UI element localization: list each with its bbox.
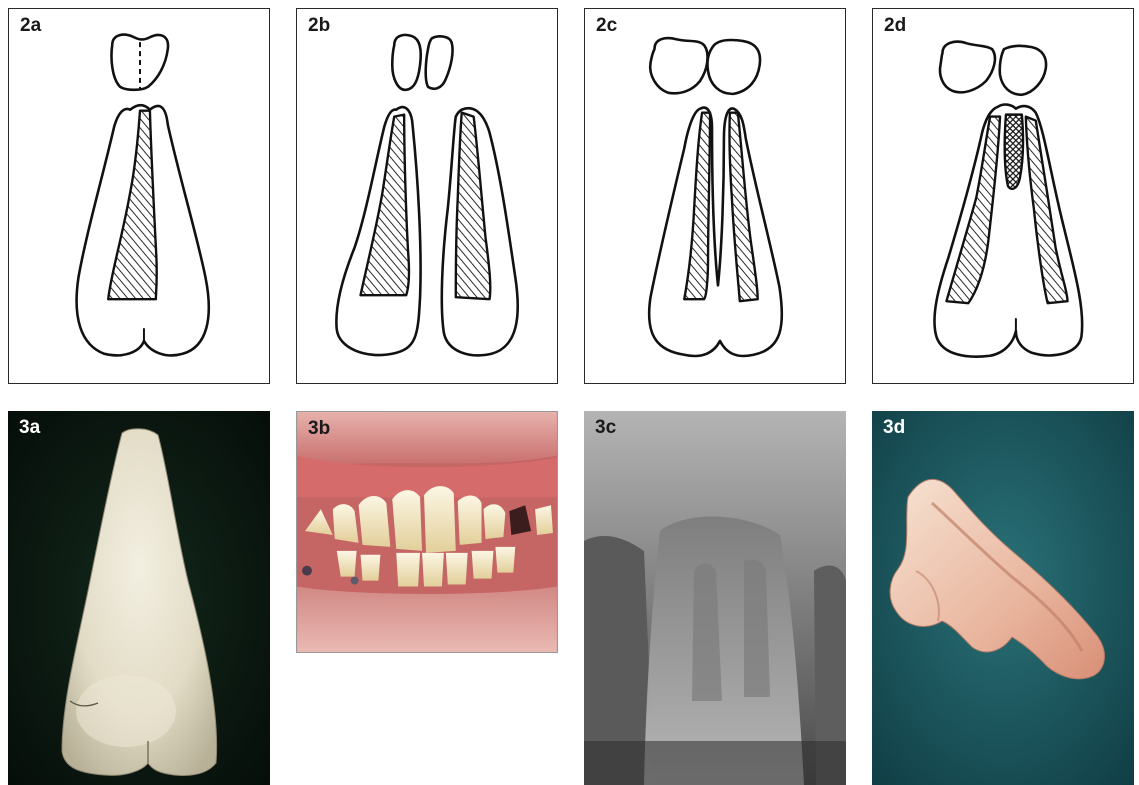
extracted-fused-teeth-photo-illustration — [872, 411, 1134, 785]
figure-label-2a: 2a — [20, 16, 41, 35]
figure-2b-panel: 2b — [296, 8, 558, 384]
figure-label-2b: 2b — [308, 16, 330, 35]
figure-label-3d: 3d — [883, 418, 905, 437]
figure-2a-panel: 2a — [8, 8, 270, 384]
figure-3c-radiograph: 3c — [584, 411, 846, 785]
fused-roots-shared-canal-drawing — [873, 9, 1133, 383]
figure-label-3b: 3b — [308, 419, 330, 438]
figure-3b-photo: 3b — [296, 411, 558, 653]
figure-label-3a: 3a — [19, 418, 40, 437]
intraoral-clinical-photo-illustration — [297, 412, 557, 652]
twin-crowns-joined-root-drawing — [585, 9, 845, 383]
figure-label-2c: 2c — [596, 16, 617, 35]
dental-xray-illustration — [584, 411, 846, 785]
figure-3a-photo: 3a — [8, 411, 270, 785]
separated-teeth-two-canals-drawing — [297, 9, 557, 383]
figure-2d-panel: 2d — [872, 8, 1134, 384]
figure-label-3c: 3c — [595, 418, 616, 437]
extracted-incisor-photo-illustration — [8, 411, 270, 785]
figure-3d-photo: 3d — [872, 411, 1134, 785]
fused-tooth-single-canal-drawing — [9, 9, 269, 383]
figure-2c-panel: 2c — [584, 8, 846, 384]
figure-label-2d: 2d — [884, 16, 906, 35]
